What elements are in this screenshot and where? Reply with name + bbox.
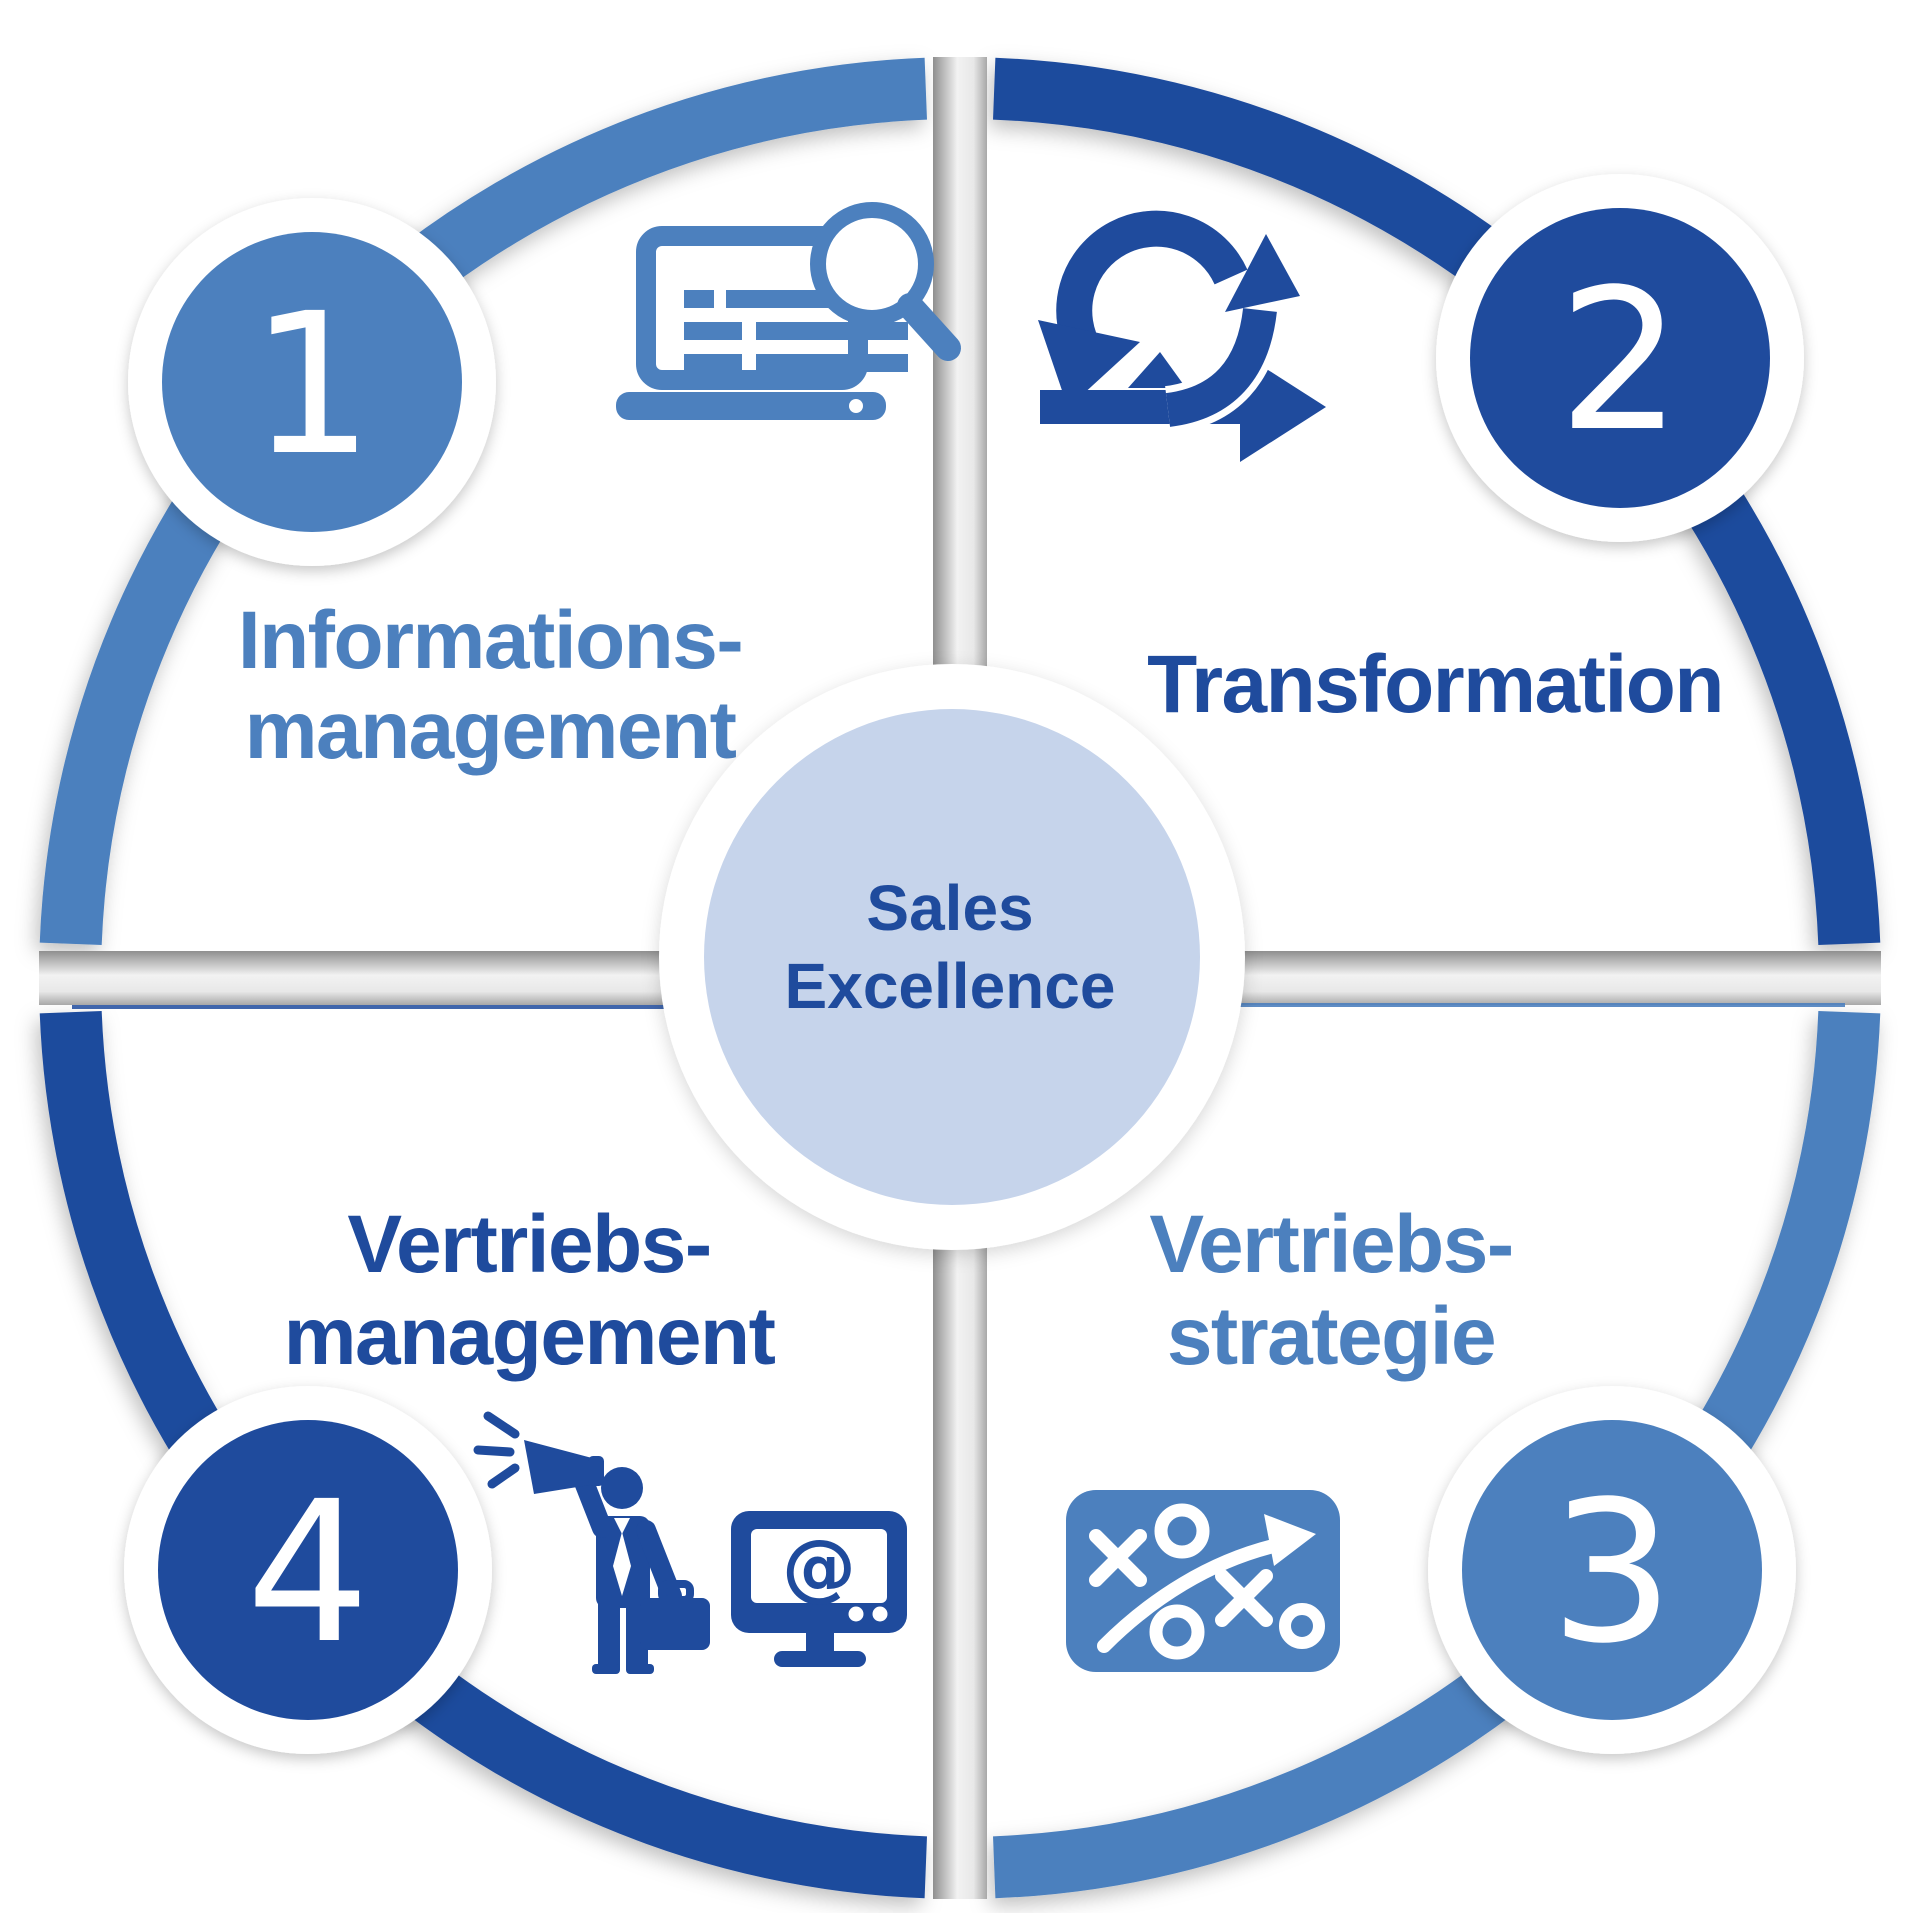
- laptop-base: [616, 392, 886, 420]
- agile-cycle-arrows-icon: [1038, 210, 1326, 462]
- laptop-text-lines: [684, 290, 908, 372]
- quadrant-1-label-line-2: management: [245, 685, 737, 776]
- at-symbol: @: [782, 1524, 856, 1610]
- divider-edge-line-right: [987, 1003, 1845, 1007]
- quadrant-4-label-line-1: Vertriebs-: [347, 1199, 710, 1290]
- badge-4: 4: [124, 1386, 492, 1754]
- presenter-with-megaphone: [473, 1411, 710, 1674]
- quadrant-2-label-line-1: Transformation: [1147, 639, 1723, 730]
- quadrant-4-label-line-2: management: [284, 1291, 776, 1382]
- swoosh: [1165, 307, 1277, 427]
- monitor-base: [774, 1651, 866, 1667]
- cycle-arrowhead-left: [1038, 320, 1140, 408]
- badge-3: 3: [1428, 1386, 1796, 1754]
- monitor-screen: [751, 1529, 887, 1603]
- monitor-with-at-symbol: @: [731, 1511, 907, 1667]
- cycle-loop: [1056, 210, 1248, 363]
- magnifier-handle: [897, 293, 961, 361]
- badge-2-number: 2: [1558, 247, 1682, 474]
- tie: [613, 1532, 631, 1596]
- divider-edge-line-left: [72, 1005, 933, 1009]
- strategy-tactics-board-icon: [1066, 1490, 1340, 1672]
- monitor-neck: [806, 1633, 834, 1653]
- strategy-marks: [1089, 1503, 1325, 1660]
- badge-3-number: 3: [1550, 1459, 1674, 1686]
- center-title-line-2: Excellence: [785, 950, 1116, 1022]
- magnifier-lens: [810, 202, 934, 326]
- badge-4-number: 4: [246, 1459, 370, 1686]
- badge-1-number: 1: [250, 271, 374, 498]
- megaphone: [524, 1440, 596, 1494]
- megaphone-presenter-and-monitor-icon: @: [473, 1411, 907, 1674]
- laptop-base-dot: [849, 399, 863, 413]
- briefcase: [640, 1598, 710, 1650]
- badge-2: 2: [1436, 174, 1804, 542]
- center-circle: Sales Excellence: [659, 664, 1245, 1250]
- tie-knot: [614, 1518, 630, 1534]
- center-circle-fill: [704, 709, 1200, 1205]
- badge-1: 1: [128, 198, 496, 566]
- quadrant-1-label-line-1: Informations-: [238, 595, 742, 686]
- cycle-arrowhead-upper-right: [1225, 234, 1300, 312]
- cycle-notch: [1128, 352, 1186, 388]
- quadrant-3-label-line-1: Vertriebs-: [1149, 1199, 1512, 1290]
- quadrant-3-label-line-2: strategie: [1167, 1291, 1495, 1382]
- center-title-line-1: Sales: [866, 872, 1033, 944]
- strategy-arrowhead: [1264, 1514, 1316, 1566]
- laptop-document-search-icon: [616, 202, 961, 420]
- megaphone-sound-lines: [473, 1411, 520, 1489]
